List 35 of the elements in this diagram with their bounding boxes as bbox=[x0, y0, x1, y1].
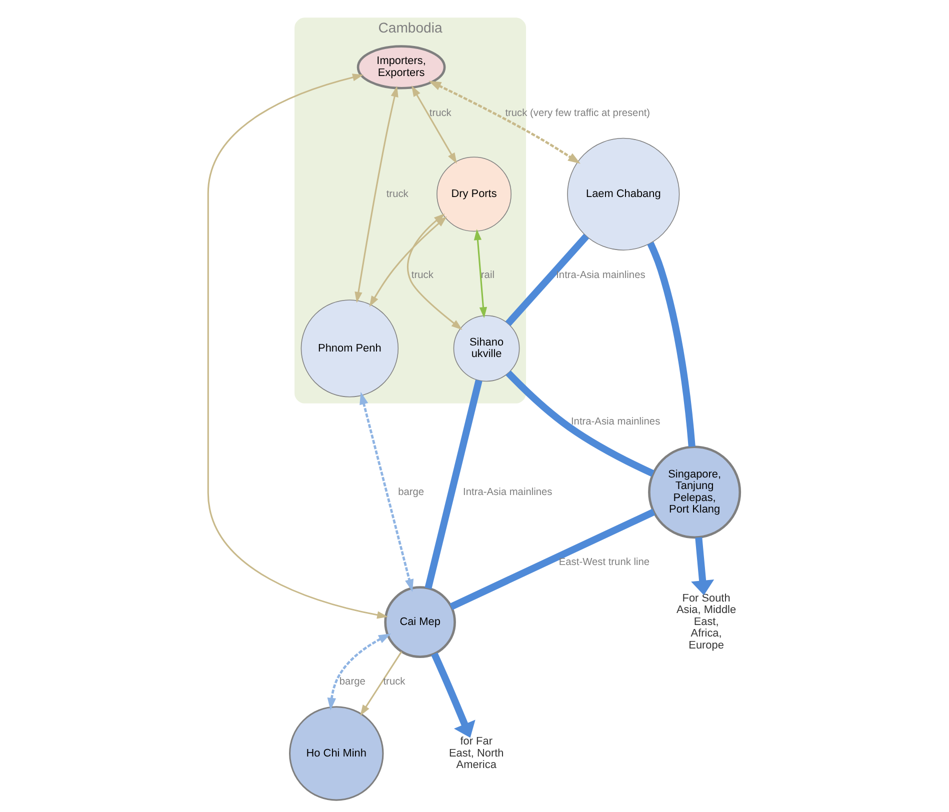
node-circle: Phnom Penh bbox=[300, 300, 398, 398]
node-circle: Ho Chi Minh bbox=[288, 706, 384, 801]
edge-label: barge bbox=[338, 676, 365, 688]
node-text: for Far East, North America bbox=[448, 736, 504, 772]
connector bbox=[505, 370, 654, 477]
edge-label: barge bbox=[398, 486, 424, 498]
node-circle: Cai Mep bbox=[384, 586, 456, 658]
arrow bbox=[326, 633, 391, 710]
edge-label: truck bbox=[386, 188, 408, 200]
edge-label: truck bbox=[410, 270, 433, 281]
edge-label: truck (very few traffic at present) bbox=[504, 108, 650, 119]
edge-label: truck bbox=[428, 108, 451, 119]
edge-label: East-West trunk line bbox=[558, 557, 650, 568]
connector bbox=[449, 508, 655, 610]
edge-label: Intra-Asia mainlines bbox=[462, 486, 552, 498]
node-circle: Sihano ukville bbox=[452, 315, 520, 382]
edge-label: Intra-Asia mainlines bbox=[570, 416, 660, 428]
arrow bbox=[354, 86, 398, 303]
node-text: For South Asia, Middle East, Africa, Europe bbox=[676, 592, 736, 652]
connector bbox=[504, 234, 588, 326]
arrow bbox=[690, 537, 714, 596]
connector bbox=[424, 380, 482, 590]
arrow bbox=[206, 74, 388, 619]
arrow bbox=[360, 651, 402, 716]
edge-label: rail bbox=[480, 270, 494, 281]
arrow bbox=[430, 652, 475, 738]
arrow bbox=[473, 229, 487, 318]
arrow bbox=[410, 86, 456, 164]
node-circle: Singapore, Tanjung Pelepas, Port Klang bbox=[648, 446, 741, 539]
arrow bbox=[428, 80, 580, 164]
edge-label: truck bbox=[382, 676, 405, 688]
edge-label: Intra-Asia mainlines bbox=[556, 270, 645, 281]
arrow bbox=[406, 214, 462, 330]
arrow bbox=[359, 392, 414, 592]
connector bbox=[646, 242, 695, 447]
